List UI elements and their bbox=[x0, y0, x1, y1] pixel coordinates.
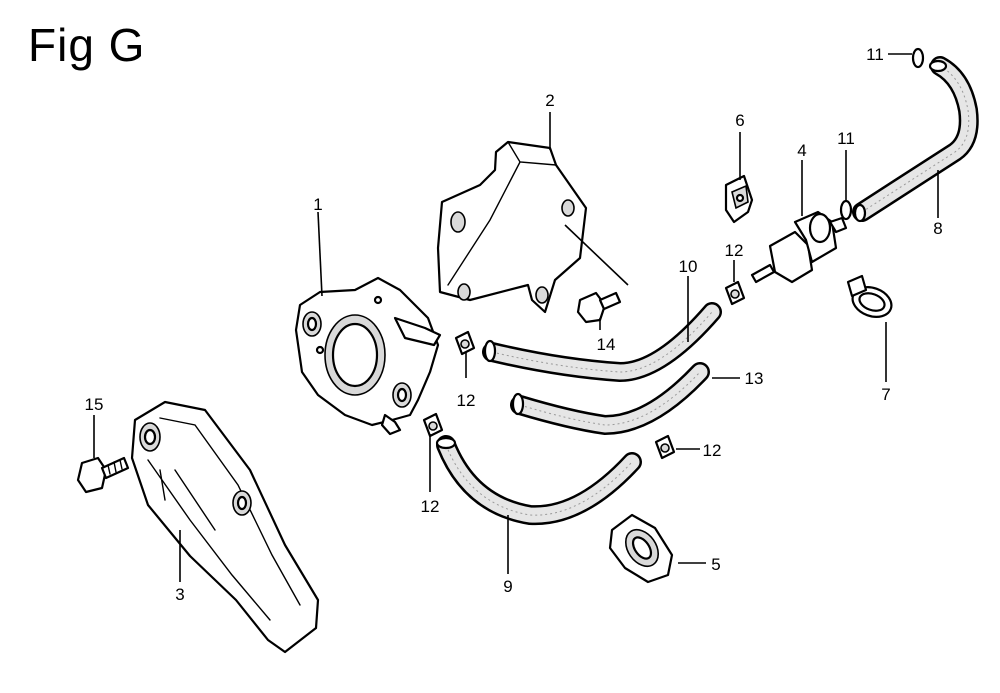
part-5-grommet bbox=[608, 513, 674, 584]
figure-title: Fig G bbox=[28, 19, 146, 71]
part-13-hose bbox=[510, 362, 710, 435]
callout-12-a: 12 bbox=[457, 391, 476, 410]
callout-5: 5 bbox=[711, 555, 720, 574]
callout-7: 7 bbox=[881, 385, 890, 404]
callout-9: 9 bbox=[503, 577, 512, 596]
part-2-bracket bbox=[436, 140, 588, 314]
callout-3: 3 bbox=[175, 585, 184, 604]
part-7-clamp bbox=[846, 274, 893, 318]
part-14-bolt bbox=[576, 291, 622, 324]
part-12-clip-c bbox=[724, 280, 746, 306]
callout-12-c: 12 bbox=[725, 241, 744, 260]
part-15-bolt bbox=[76, 456, 130, 494]
callout-2: 2 bbox=[545, 91, 554, 110]
part-12-clip-d bbox=[654, 434, 676, 460]
part-12-clip-b bbox=[422, 412, 444, 438]
callout-14: 14 bbox=[597, 335, 616, 354]
part-10-hose bbox=[482, 302, 722, 382]
callout-4: 4 bbox=[797, 141, 806, 160]
callout-12-d: 12 bbox=[703, 441, 722, 460]
part-4-fuel-filter bbox=[750, 210, 848, 284]
callout-labels: 1 2 3 4 5 6 7 8 9 10 11 11 12 12 12 12 1… bbox=[85, 45, 943, 604]
callout-1: 1 bbox=[313, 195, 322, 214]
part-3-bracket bbox=[130, 400, 320, 654]
part-11-clip-upper bbox=[911, 47, 925, 69]
part-12-clip-a bbox=[454, 330, 476, 356]
part-11-clip-lower bbox=[839, 199, 853, 221]
callout-6: 6 bbox=[735, 111, 744, 130]
callout-12-b: 12 bbox=[421, 497, 440, 516]
callout-10: 10 bbox=[679, 257, 698, 276]
callout-15: 15 bbox=[85, 395, 104, 414]
leader-lines bbox=[93, 53, 939, 582]
callout-11-lower: 11 bbox=[837, 129, 855, 148]
callout-13: 13 bbox=[745, 369, 764, 388]
part-6-clip bbox=[724, 174, 754, 224]
part-1-insulator bbox=[294, 276, 442, 436]
callout-8: 8 bbox=[933, 219, 942, 238]
part-9-hose bbox=[435, 435, 642, 526]
callout-11-upper: 11 bbox=[866, 45, 884, 64]
part-8-tube bbox=[852, 56, 979, 223]
